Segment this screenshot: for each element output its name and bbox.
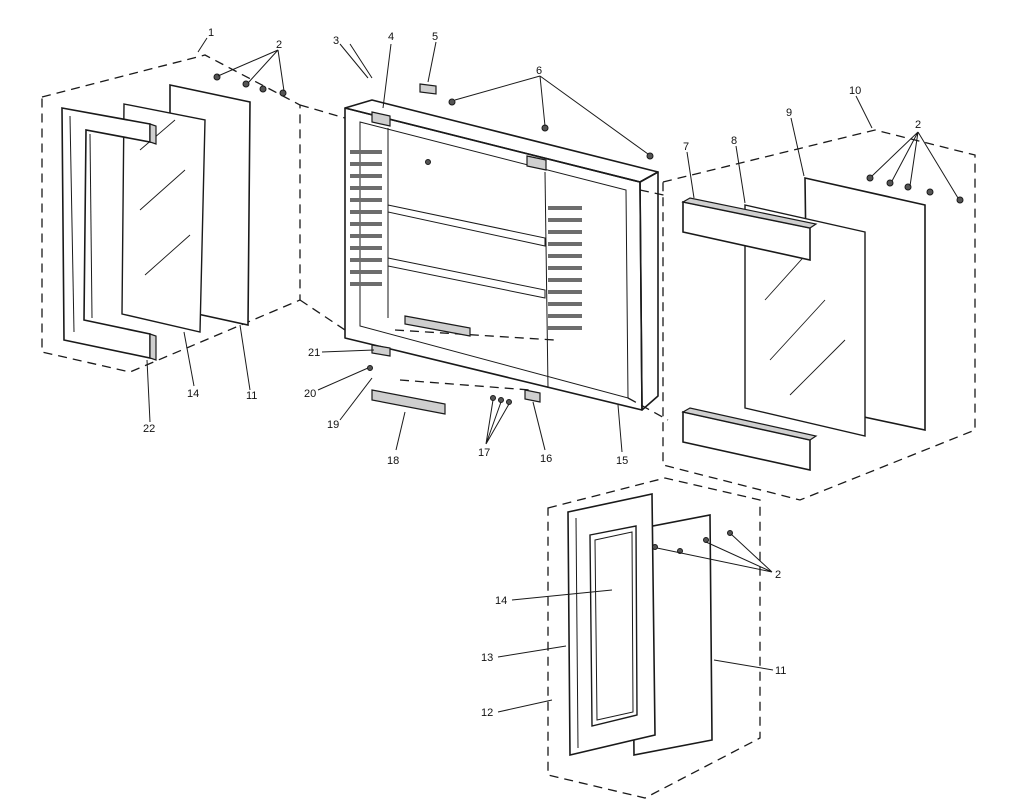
callout-13: 13: [481, 652, 493, 664]
screw-icon: [242, 80, 250, 88]
screw-icon: [498, 397, 504, 403]
left-glass-pane: [121, 103, 206, 333]
screw-icon: [279, 89, 287, 97]
screw-icon: [926, 188, 934, 196]
left-door-assembly: [41, 54, 301, 373]
bottom-glass-pane: [589, 525, 638, 727]
lower-shelf: [387, 257, 546, 299]
latch-16: [524, 389, 541, 403]
hinge-bracket-top-left: [371, 111, 391, 127]
screw-icon: [448, 98, 456, 106]
screw-icon: [367, 365, 373, 371]
screw-icon: [886, 179, 894, 187]
callout-22: 22: [143, 423, 155, 435]
callout-18: 18: [387, 455, 399, 467]
cabinet-top-face: [344, 99, 659, 183]
callout-2-top-left: 2: [276, 39, 282, 51]
screw-icon: [490, 395, 496, 401]
callout-14-bottom: 14: [495, 595, 507, 607]
door-stop-bracket-18: [371, 389, 446, 415]
callout-8: 8: [731, 135, 737, 147]
door-stop-bracket-upper: [404, 315, 471, 337]
callout-16: 16: [540, 453, 552, 465]
cabinet-side-face: [639, 171, 659, 411]
screw-icon: [703, 537, 709, 543]
right-shelf-rails: [548, 206, 582, 330]
cabinet-front-face: [344, 107, 643, 411]
callout-11-bottom: 11: [775, 665, 786, 677]
screw-icon: [956, 196, 964, 204]
right-assembly-dashed-boundary: [662, 129, 976, 501]
callout-labels: 1 2 3 4 5 6 10 9 2 7 8 22 14 11 21 20 19…: [143, 27, 921, 719]
screw-icon: [213, 73, 221, 81]
callout-21: 21: [308, 347, 320, 359]
screw-icon: [904, 183, 912, 191]
callout-4: 4: [388, 31, 394, 43]
callout-14-left: 14: [187, 388, 199, 400]
bottom-assembly-dashed-boundary: [547, 477, 761, 799]
screw-icon: [646, 152, 654, 160]
callout-11-left: 11: [246, 390, 257, 402]
right-door-assembly: [662, 129, 976, 501]
right-glass-pane: [744, 204, 866, 437]
screw-icon: [866, 174, 874, 182]
callout-10: 10: [849, 85, 861, 97]
callout-19: 19: [327, 419, 339, 431]
left-shelf-rails: [350, 150, 382, 286]
callout-1: 1: [208, 27, 214, 39]
callout-6: 6: [536, 65, 542, 77]
leader-lines: [146, 37, 959, 713]
callout-20: 20: [304, 388, 316, 400]
upper-shelf: [387, 204, 546, 247]
callout-2-top-right: 2: [915, 119, 921, 131]
callout-12: 12: [481, 707, 493, 719]
callout-17: 17: [478, 447, 490, 459]
screw-icon: [652, 544, 658, 550]
lower-hinge-21: [371, 344, 391, 357]
callout-15: 15: [616, 455, 628, 467]
screw-icon: [425, 159, 431, 165]
hinge-bracket-top-center: [419, 83, 437, 95]
screw-icon: [259, 85, 267, 93]
callout-7: 7: [683, 141, 689, 153]
cabinet-body: [299, 83, 669, 421]
callout-5: 5: [432, 31, 438, 43]
callout-9: 9: [786, 107, 792, 119]
bottom-door-assembly: [547, 477, 761, 799]
hinge-bracket-top-right: [526, 155, 547, 171]
callout-2-bottom: 2: [775, 569, 781, 581]
screw-icon: [506, 399, 512, 405]
callout-3: 3: [333, 35, 339, 47]
